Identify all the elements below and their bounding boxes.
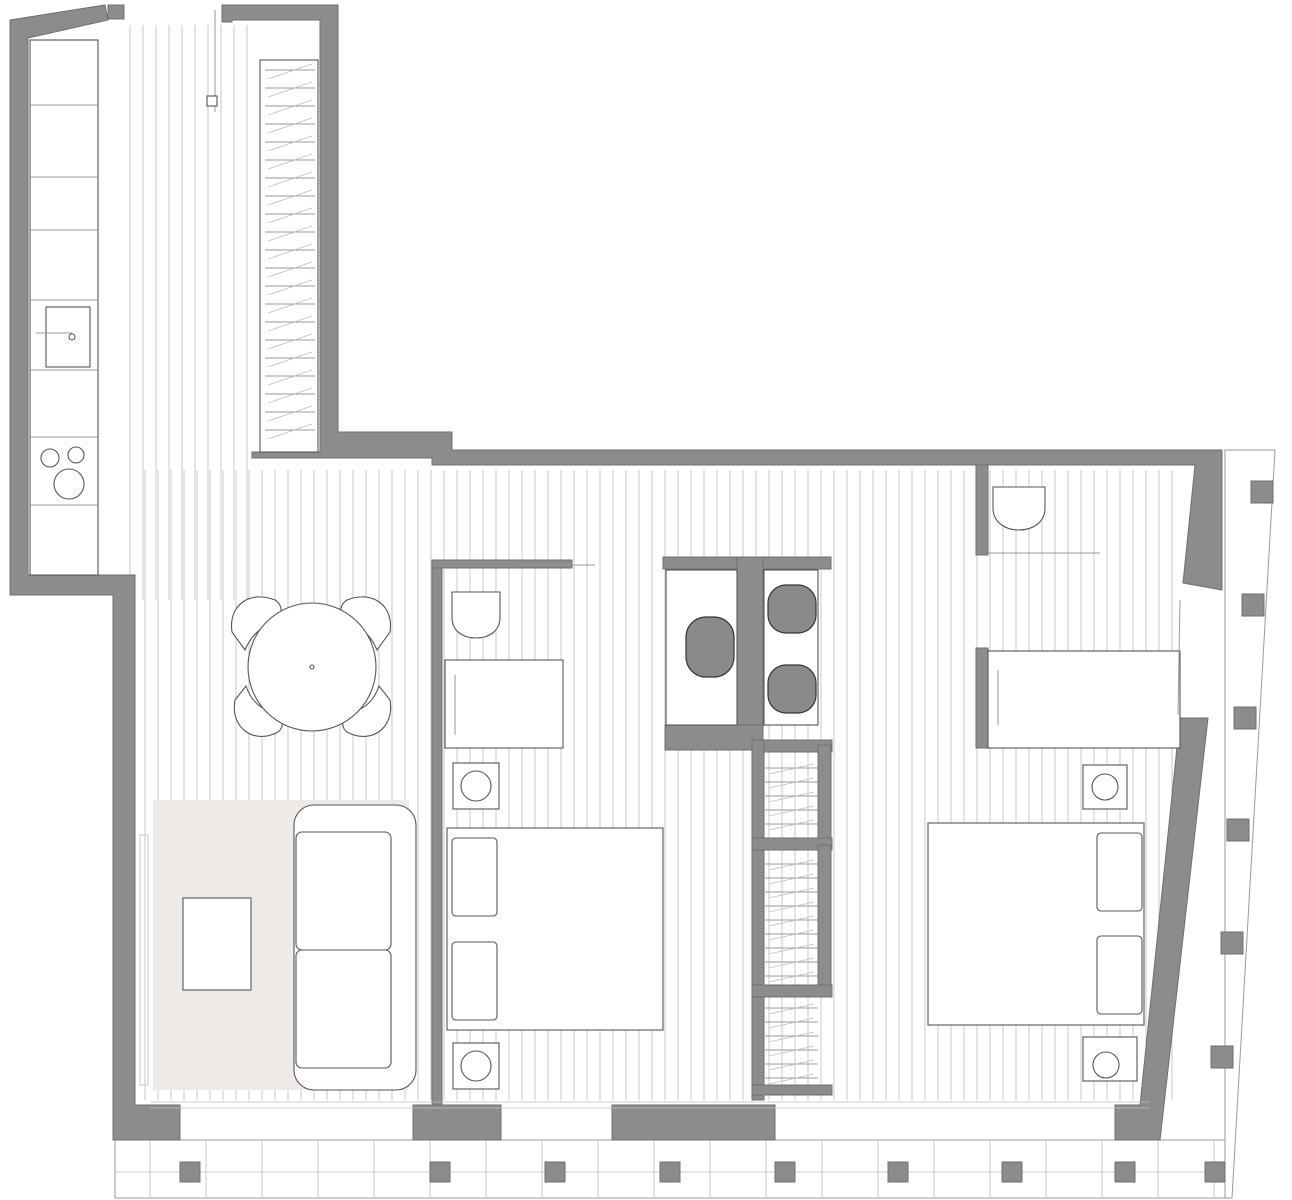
- balcony-post: [1226, 818, 1250, 842]
- wall-right: [1114, 717, 1209, 1141]
- balcony-post: [887, 1161, 909, 1183]
- balcony-post: [1114, 1161, 1136, 1183]
- shower: [987, 650, 1181, 749]
- balcony-post: [659, 1161, 681, 1183]
- toilet: [992, 486, 1046, 531]
- balcony-post: [1001, 1161, 1023, 1183]
- balcony-post: [774, 1161, 796, 1183]
- balcony-post: [1241, 593, 1265, 617]
- balcony-post: [179, 1161, 201, 1183]
- sofa: [293, 804, 417, 1091]
- wall-bottom-2: [611, 1104, 776, 1141]
- closet: [765, 763, 818, 1085]
- cooktop: [40, 446, 85, 500]
- bedroom-1: [444, 564, 664, 1090]
- balcony-post: [1210, 1045, 1234, 1069]
- shower: [444, 659, 564, 749]
- dining-set: [231, 596, 392, 737]
- balcony-post: [544, 1161, 566, 1183]
- toilet: [451, 591, 501, 639]
- wall-left: [9, 4, 181, 1141]
- bed: [446, 827, 664, 1031]
- double-vanity: [665, 569, 819, 726]
- coffee-table: [182, 897, 252, 991]
- balcony-post: [1220, 931, 1244, 955]
- balcony-post: [1233, 706, 1257, 730]
- walls: [9, 4, 1223, 1141]
- balcony-post: [429, 1161, 451, 1183]
- kitchen-sink: [45, 306, 91, 368]
- wall-top: [221, 4, 1223, 591]
- bedroom-2: [927, 486, 1181, 1082]
- balcony-post: [1204, 1161, 1226, 1183]
- balcony-post: [1250, 480, 1274, 504]
- wall-bottom-1: [412, 1104, 502, 1141]
- balcony: [114, 449, 1276, 1199]
- kitchen-counter: [29, 39, 99, 576]
- bed: [927, 822, 1145, 1026]
- wardrobe: [259, 59, 319, 453]
